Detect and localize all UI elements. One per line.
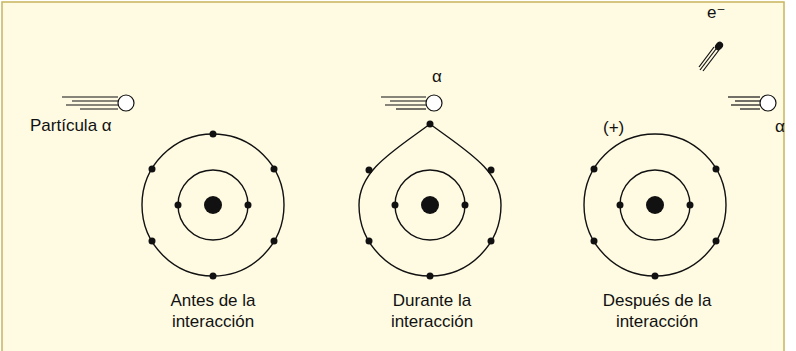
stage-caption: Después de la interacción bbox=[595, 290, 719, 332]
distorted-orbit bbox=[359, 124, 501, 276]
nucleus bbox=[421, 196, 439, 214]
speed-line bbox=[381, 96, 426, 97]
speed-line bbox=[735, 100, 760, 101]
electron bbox=[271, 166, 278, 173]
speed-line bbox=[731, 104, 760, 105]
charge-sign: (+) bbox=[603, 117, 624, 138]
outer-orbit bbox=[584, 134, 726, 276]
electron bbox=[149, 166, 156, 173]
electron bbox=[617, 202, 624, 209]
particle-name: Partícula α bbox=[30, 115, 112, 136]
electron-symbol: e⁻ bbox=[707, 2, 725, 23]
speed-line bbox=[66, 104, 118, 105]
outer-orbit bbox=[142, 134, 284, 276]
electron bbox=[427, 273, 434, 280]
speed-line bbox=[396, 108, 426, 109]
frame bbox=[2, 2, 784, 351]
inner-orbit bbox=[620, 170, 690, 240]
electron bbox=[271, 238, 278, 245]
speed-line bbox=[62, 96, 118, 97]
speed-line bbox=[390, 100, 426, 101]
alpha-particle bbox=[728, 95, 776, 111]
electron bbox=[366, 238, 373, 245]
speed-line bbox=[72, 100, 118, 101]
electron bbox=[488, 238, 495, 245]
speed-line bbox=[385, 104, 426, 105]
electron bbox=[687, 202, 694, 209]
electron bbox=[652, 273, 659, 280]
electron bbox=[175, 202, 182, 209]
stage-caption: Antes de la interacción bbox=[151, 290, 275, 332]
electron bbox=[591, 166, 598, 173]
alpha-ball bbox=[426, 95, 442, 111]
nucleus bbox=[204, 196, 222, 214]
electron bbox=[488, 167, 495, 174]
electron bbox=[149, 238, 156, 245]
ejected-electron bbox=[699, 41, 724, 71]
alpha-ball bbox=[760, 95, 776, 111]
speed-line bbox=[740, 108, 760, 109]
stage-caption: Durante la interacción bbox=[370, 290, 494, 332]
nucleus bbox=[646, 196, 664, 214]
alpha-ball bbox=[118, 95, 134, 111]
speed-line bbox=[703, 50, 719, 71]
electron bbox=[427, 121, 434, 128]
electron bbox=[245, 202, 252, 209]
inner-orbit bbox=[395, 170, 465, 240]
speed-line bbox=[728, 96, 760, 97]
speed-line bbox=[80, 108, 118, 109]
electron bbox=[366, 167, 373, 174]
speed-line bbox=[699, 47, 714, 67]
electron bbox=[714, 41, 724, 51]
alpha-symbol: α bbox=[767, 116, 793, 137]
alpha-particle bbox=[62, 95, 134, 111]
electron bbox=[210, 273, 217, 280]
electron bbox=[462, 202, 469, 209]
electron bbox=[713, 238, 720, 245]
electron bbox=[210, 131, 217, 138]
electron bbox=[713, 166, 720, 173]
electron bbox=[591, 238, 598, 245]
speed-line bbox=[700, 49, 716, 70]
electron bbox=[392, 202, 399, 209]
inner-orbit bbox=[178, 170, 248, 240]
alpha-particle bbox=[381, 95, 442, 111]
alpha-symbol: α bbox=[422, 66, 452, 87]
